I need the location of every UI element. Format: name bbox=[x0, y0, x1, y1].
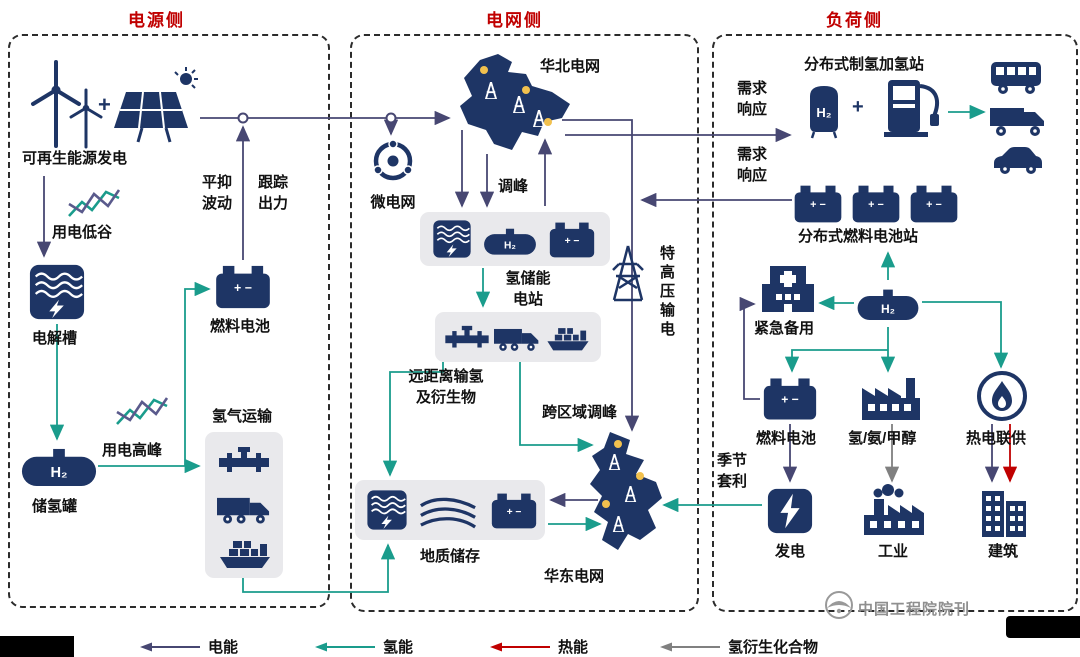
east-china-grid-map bbox=[590, 432, 662, 550]
label-east-grid: 华东电网 bbox=[544, 568, 605, 585]
label-fuel-cell-source: 燃料电池 bbox=[210, 318, 271, 335]
label-electrolyzer: 电解槽 bbox=[32, 330, 78, 347]
legend-arrow-electric-icon bbox=[140, 642, 200, 652]
header-grid: 电网侧 bbox=[486, 11, 543, 30]
label-h2-station: 分布式制氢加氢站 bbox=[804, 56, 925, 73]
battery-icon bbox=[490, 492, 538, 530]
load-peak-curve-icon bbox=[114, 390, 170, 434]
chp-flame-icon bbox=[977, 371, 1027, 421]
black-banner-left bbox=[0, 636, 74, 657]
battery-icon bbox=[548, 221, 596, 259]
load-valley-curve-icon bbox=[66, 182, 122, 226]
label-h2-storage-station: 氢储能 电站 bbox=[505, 270, 551, 308]
label-demand-response-2: 需求 响应 bbox=[736, 146, 767, 184]
fuel-cell-icon bbox=[214, 264, 272, 310]
label-north-grid: 华北电网 bbox=[540, 58, 601, 75]
label-h2-nh3-meoh: 氢/氨/甲醇 bbox=[848, 430, 917, 447]
battery-icon bbox=[908, 184, 960, 224]
plus-sign: + bbox=[98, 92, 111, 117]
legend-item-heat bbox=[488, 640, 552, 654]
hydrogen-tank-icon bbox=[856, 283, 920, 325]
load-panel-outline bbox=[712, 34, 1078, 612]
legend-arrow-hydrogen-icon bbox=[315, 642, 375, 652]
industry-factory-icon bbox=[864, 484, 924, 535]
label-emergency: 紧急备用 bbox=[754, 320, 815, 337]
power-generation-icon bbox=[767, 488, 813, 534]
label-uhv: 特高压输电 bbox=[658, 244, 675, 340]
legend-label-heat: 热能 bbox=[558, 639, 589, 656]
hydrogen-tank-icon bbox=[482, 226, 538, 256]
uhv-tower-icon bbox=[612, 245, 644, 302]
legend-label-derivative: 氢衍生化合物 bbox=[728, 639, 819, 656]
label-fuel-cell-load: 燃料电池 bbox=[756, 430, 817, 447]
label-fuel-cell-station: 分布式燃料电池站 bbox=[798, 228, 919, 245]
truck-icon bbox=[494, 324, 540, 352]
pipeline-icon bbox=[445, 325, 489, 351]
label-building: 建筑 bbox=[988, 543, 1019, 560]
label-peak: 用电高峰 bbox=[102, 442, 163, 459]
watermark-text: 中国工程院院刊 bbox=[858, 601, 971, 618]
fuel-dispenser-icon bbox=[884, 80, 939, 137]
label-industry: 工业 bbox=[878, 543, 909, 560]
legend-item-derivative bbox=[658, 640, 722, 654]
legend-arrow-heat-icon bbox=[490, 642, 550, 652]
truck-icon bbox=[217, 492, 271, 525]
building-icon bbox=[982, 491, 1026, 537]
black-banner-right bbox=[1006, 616, 1080, 638]
ship-icon bbox=[219, 536, 271, 570]
grid-panel-outline bbox=[350, 34, 699, 612]
strata-icon bbox=[418, 494, 478, 531]
header-source: 电源侧 bbox=[128, 11, 185, 30]
label-h2-transport: 氢气运输 bbox=[212, 408, 273, 425]
legend-item-electric bbox=[138, 640, 202, 654]
legend-label-hydrogen: 氢能 bbox=[383, 639, 414, 656]
h2-text: H₂ bbox=[816, 105, 831, 120]
journal-logo-icon bbox=[825, 591, 853, 619]
legend-item-hydrogen bbox=[313, 640, 377, 654]
electrolyzer-icon bbox=[366, 489, 408, 531]
label-demand-response-1: 需求 响应 bbox=[736, 80, 767, 118]
wind-turbine-icon bbox=[31, 60, 103, 149]
label-chp: 热电联供 bbox=[966, 430, 1027, 447]
source-panel-outline bbox=[8, 34, 330, 608]
ship-icon bbox=[546, 324, 590, 352]
label-smooth-fluctuation: 平抑 波动 bbox=[201, 174, 232, 212]
fuel-cell-icon bbox=[762, 376, 818, 422]
solar-panel-icon bbox=[114, 67, 198, 143]
hydrogen-tank-icon bbox=[20, 445, 98, 488]
electrolyzer-icon bbox=[432, 219, 472, 259]
label-long-distance: 远距离输氢 及衍生物 bbox=[408, 368, 484, 406]
label-peak-shaving: 调峰 bbox=[498, 178, 529, 195]
battery-icon bbox=[792, 184, 844, 224]
label-low-valley: 用电低谷 bbox=[52, 224, 113, 241]
label-track-output: 跟踪 出力 bbox=[257, 174, 288, 212]
label-seasonal: 季节 套利 bbox=[716, 452, 747, 490]
label-geological: 地质储存 bbox=[420, 548, 481, 565]
plus-sign: + bbox=[852, 96, 864, 118]
label-storage-tank: 储氢罐 bbox=[32, 498, 78, 515]
label-cross-region: 跨区域调峰 bbox=[542, 404, 618, 421]
microgrid-icon bbox=[373, 139, 413, 181]
chemical-plant-icon bbox=[862, 378, 920, 420]
delivery-truck-icon bbox=[990, 108, 1044, 136]
label-microgrid: 微电网 bbox=[370, 194, 416, 211]
battery-icon bbox=[850, 184, 902, 224]
north-china-grid-map bbox=[460, 54, 570, 150]
hospital-icon bbox=[762, 266, 814, 312]
label-renewable: 可再生能源发电 bbox=[22, 150, 128, 167]
label-generation: 发电 bbox=[775, 543, 806, 560]
hydrogen-production-tank-icon: H₂ bbox=[810, 86, 838, 139]
legend-label-electric: 电能 bbox=[208, 639, 239, 656]
electrolyzer-icon bbox=[28, 262, 86, 322]
bus-icon bbox=[991, 62, 1041, 94]
legend-arrow-derivative-icon bbox=[660, 642, 720, 652]
car-icon bbox=[994, 147, 1042, 174]
pipeline-icon bbox=[219, 446, 269, 476]
header-load: 负荷侧 bbox=[826, 11, 883, 30]
